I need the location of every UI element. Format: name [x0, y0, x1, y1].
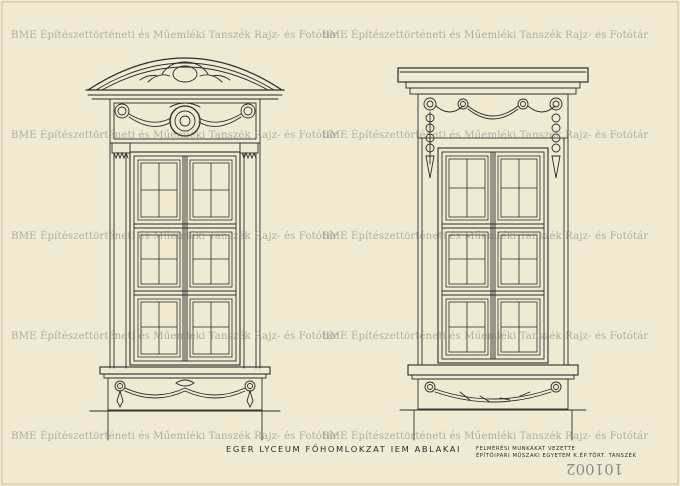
watermark: BME Építészettörténeti és Műemléki Tansz…	[11, 231, 338, 242]
watermark: BME Építészettörténeti és Műemléki Tansz…	[322, 431, 649, 442]
credit-line-1: FELMÉRÉSI MUNKÁKAT VEZETTE	[476, 446, 576, 452]
credit-line-2: ÉPÍTŐIPARI MŰSZAKI EGYETEM K.ÉP.TÖRT. TA…	[476, 453, 637, 459]
watermark: BME Építészettörténeti és Műemléki Tansz…	[322, 331, 649, 342]
watermark: BME Építészettörténeti és Műemléki Tansz…	[11, 30, 338, 41]
inventory-number: 101002	[566, 460, 624, 478]
right-window	[397, 67, 589, 441]
watermark: BME Építészettörténeti és Műemléki Tansz…	[11, 331, 338, 342]
watermark: BME Építészettörténeti és Műemléki Tansz…	[322, 30, 649, 41]
watermark: BME Építészettörténeti és Műemléki Tansz…	[11, 130, 338, 141]
watermark: BME Építészettörténeti és Műemléki Tansz…	[322, 130, 649, 141]
watermark: BME Építészettörténeti és Műemléki Tansz…	[322, 231, 649, 242]
left-window	[85, 57, 285, 441]
drawing-caption: EGER LYCEUM FŐHOMLOKZAT IEM ABLAKAI	[226, 444, 462, 454]
watermark: BME Építészettörténeti és Műemléki Tansz…	[11, 431, 338, 442]
